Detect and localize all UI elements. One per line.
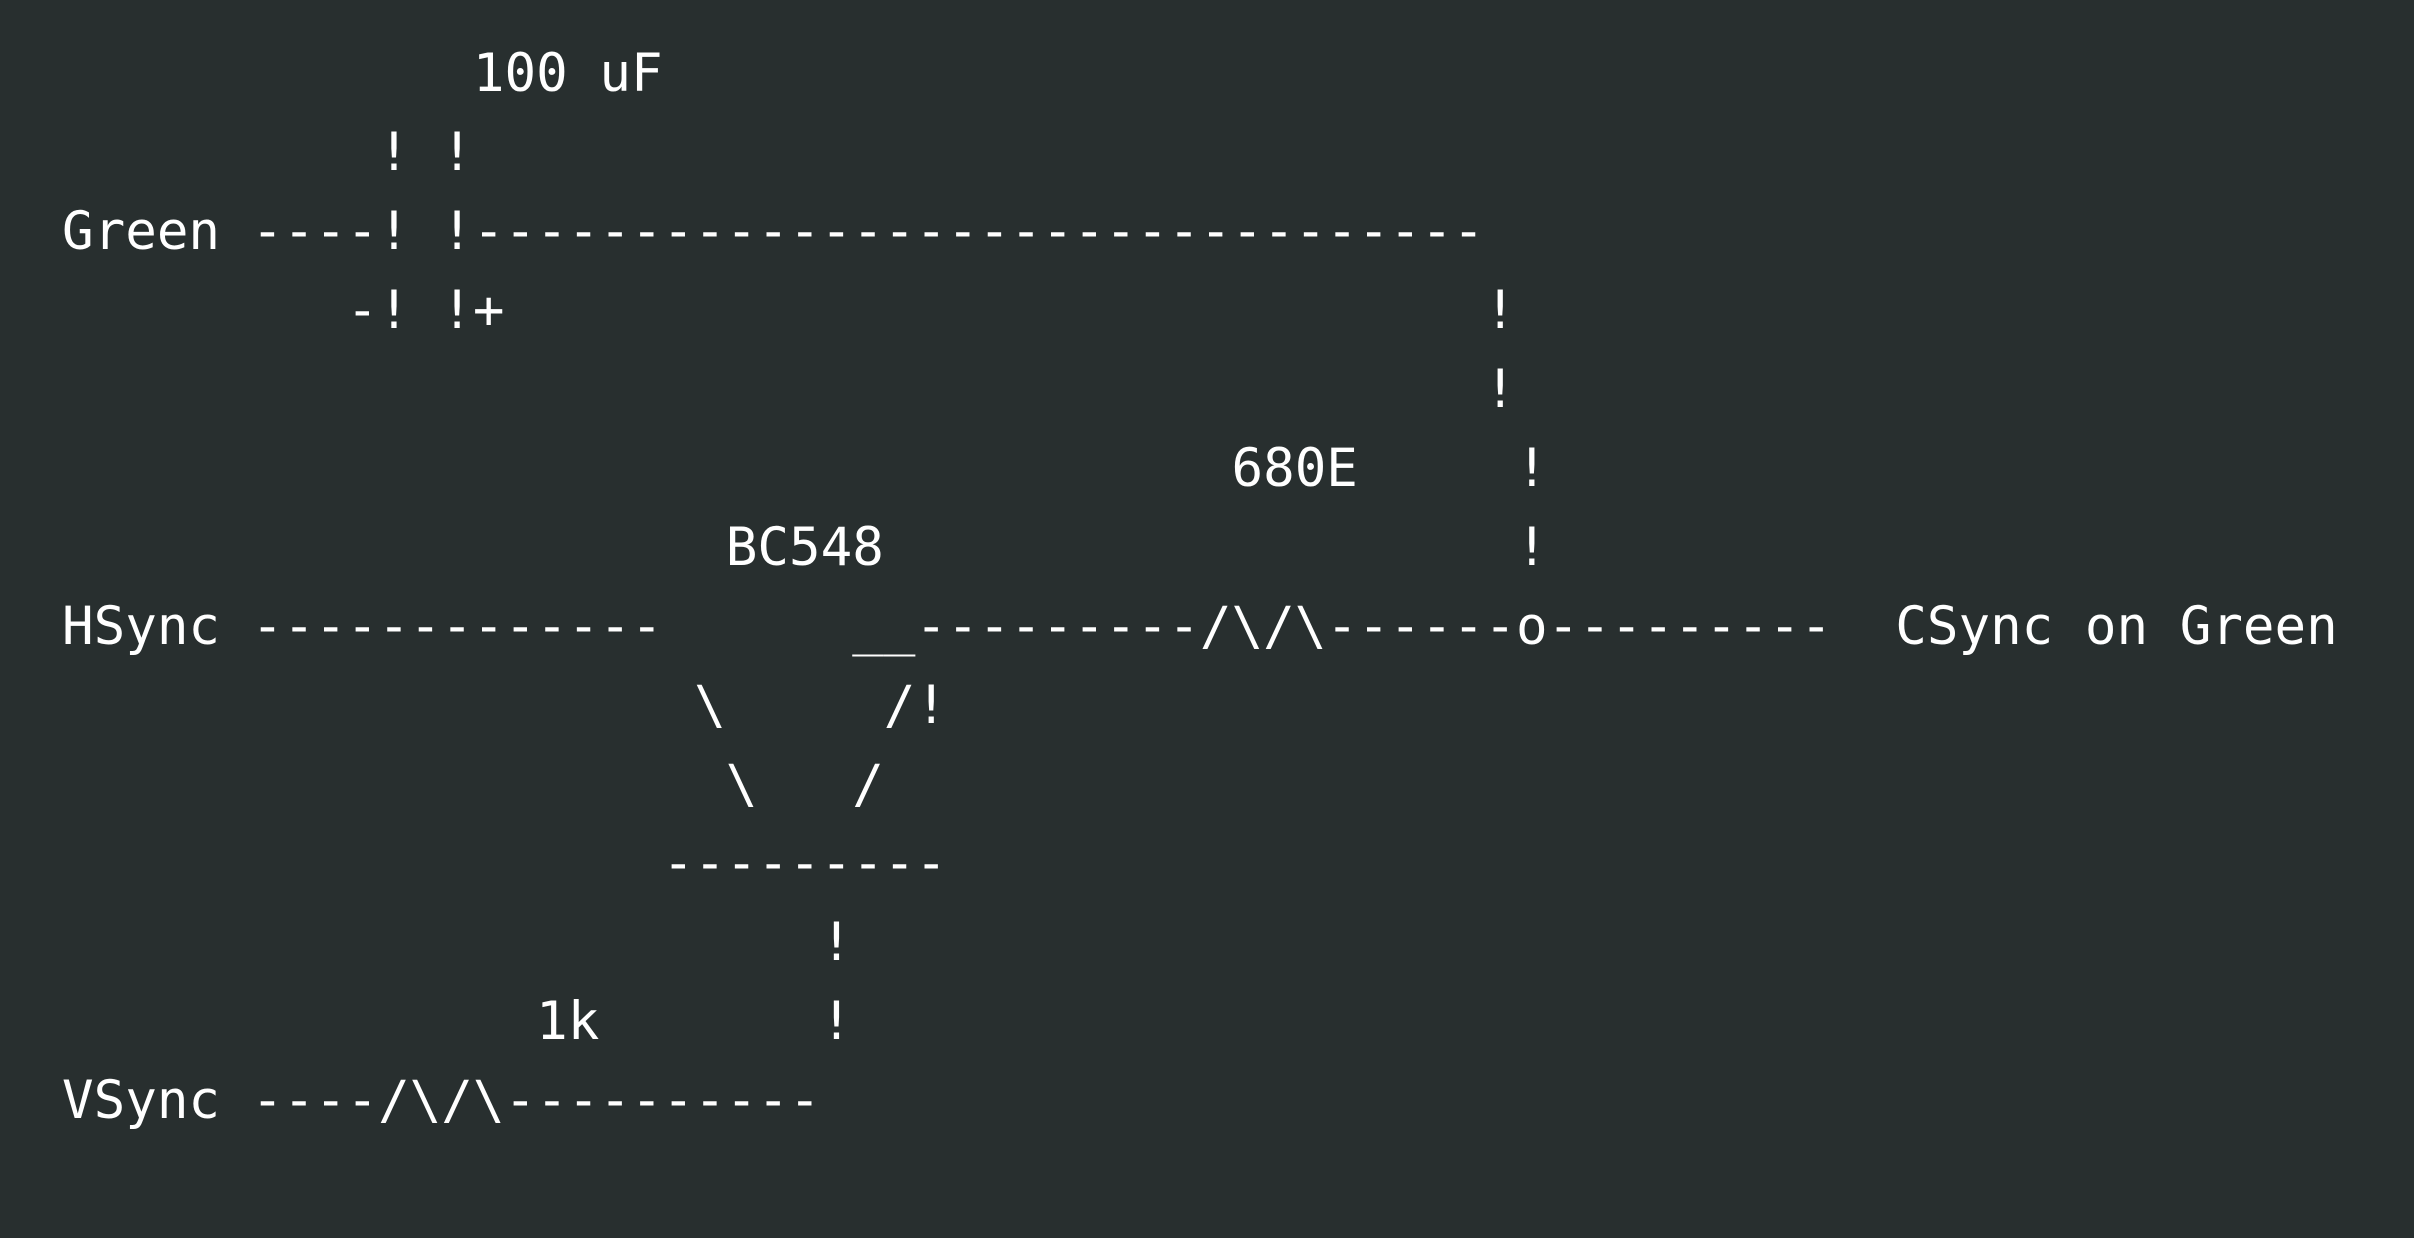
line-hsync-csync: HSync ------------- __---------/\/\-----… (62, 596, 2338, 657)
line-transistor-upper: \ /! (62, 675, 948, 736)
line-capacitor-polarity: -! !+ ! (62, 280, 1516, 341)
line-resistor-680-label: 680E ! (62, 438, 1548, 499)
line-capacitor-top: ! ! (62, 122, 473, 183)
ascii-schematic: 100 uF ! ! Green ----! !-----------------… (62, 34, 2338, 1140)
line-resistor-1k-label: 1k ! (62, 991, 853, 1052)
line-green-input: Green ----! !---------------------------… (62, 201, 1485, 262)
line-transistor-lower: \ / (62, 754, 884, 815)
line-vsync-input: VSync ----/\/\---------- (62, 1070, 821, 1131)
line-vertical-wire-2: ! (62, 912, 853, 973)
line-transistor-label: BC548 ! (62, 517, 1548, 578)
line-vertical-wire-1: ! (62, 359, 1516, 420)
line-transistor-base: --------- (62, 833, 948, 894)
line-capacitor-label: 100 uF (62, 43, 663, 104)
